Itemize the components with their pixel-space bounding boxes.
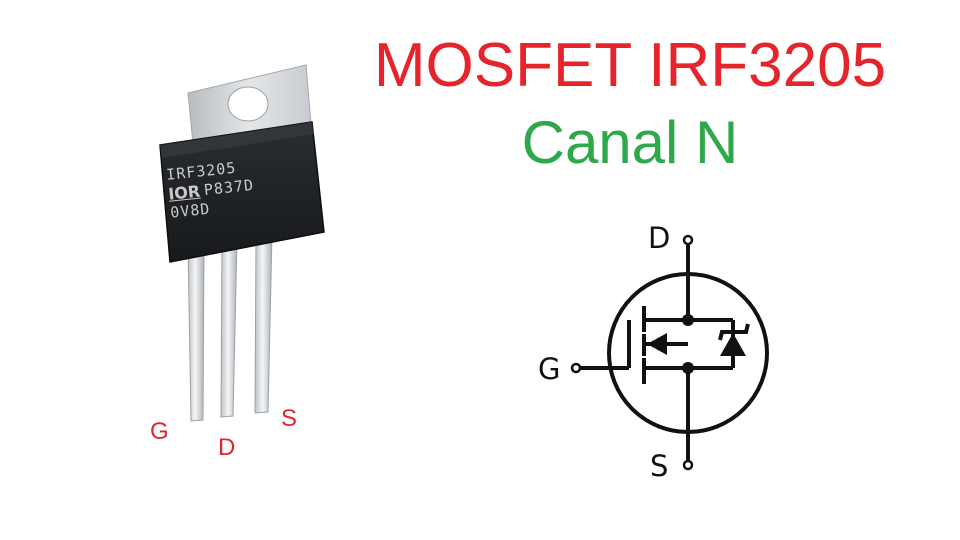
body-diode-triangle [720,333,746,356]
mounting-hole [227,86,269,122]
subtitle-channel-type: Canal N [521,109,739,176]
drain-junction-dot [682,314,694,326]
channel-arrow [647,333,667,355]
source-junction-dot [682,362,694,374]
schematic-label-gate: G [538,352,561,386]
schematic-label-source: S [650,449,669,483]
zener-cathode-bar [718,323,750,341]
pin-label-gate: G [150,418,169,445]
gate-terminal [570,362,582,374]
drain-terminal [682,234,694,246]
source-terminal [682,459,694,471]
schematic-label-drain: D [648,221,671,255]
pin-label-source: S [281,405,298,432]
pin-label-drain: D [218,434,236,461]
title-mosfet-irf3205: MOSFET IRF3205 [373,31,887,100]
